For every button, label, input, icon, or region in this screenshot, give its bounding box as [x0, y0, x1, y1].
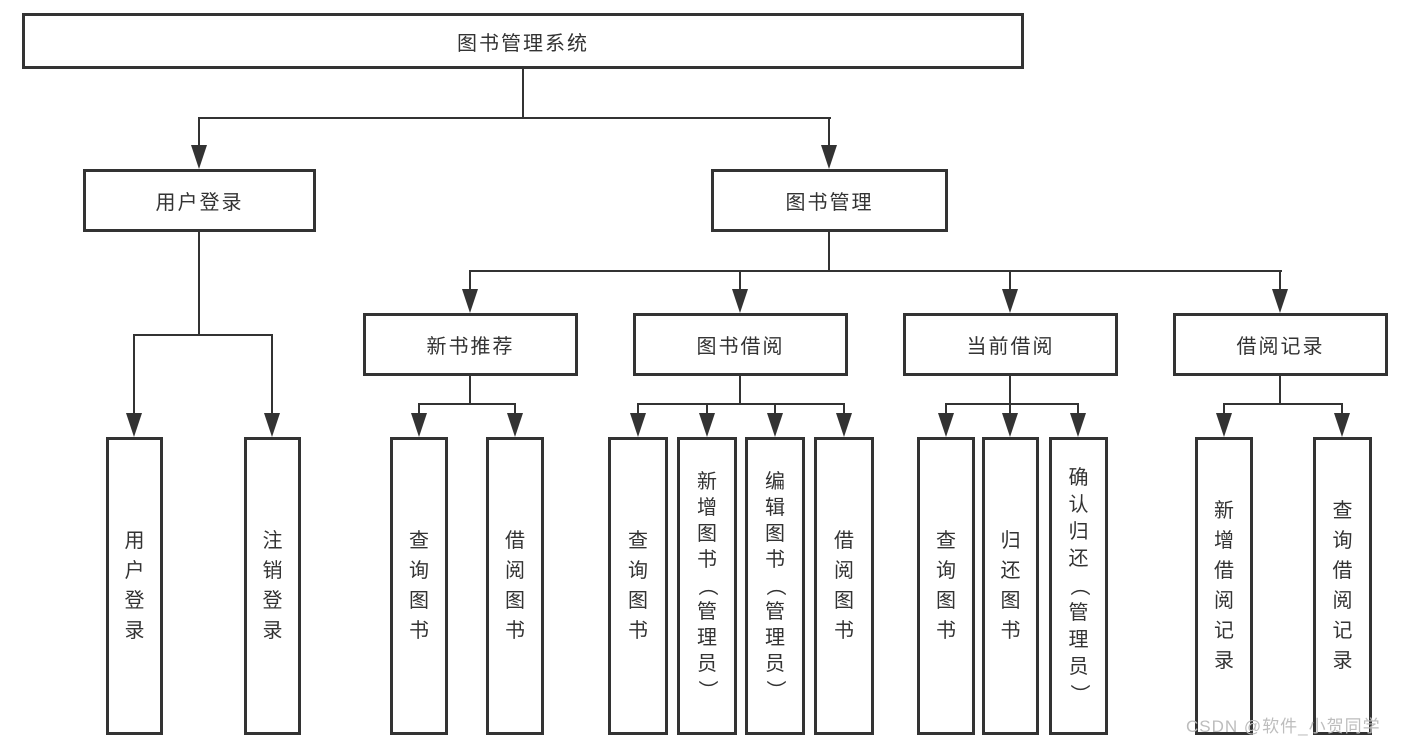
csdn-watermark: CSDN @软件_小贺同学 [1186, 717, 1381, 736]
connector-root-horizontal [199, 117, 831, 119]
arrowhead-book-borrow [732, 289, 748, 313]
connector-drop-recommend-query-books [418, 403, 420, 415]
connector-root-stem [522, 69, 524, 119]
node-leaf-current-query-books: 查询图书 [917, 437, 975, 735]
arrowhead-current-confirm-return [1070, 413, 1086, 437]
connector-drop-book-management [828, 117, 830, 147]
arrowhead-current-borrow [1002, 289, 1018, 313]
arrowhead-leaf-user-login [126, 413, 142, 437]
node-leaf-borrow-add-books: 新增图书（管理员） [677, 437, 737, 735]
node-book-borrow: 图书借阅 [633, 313, 848, 376]
arrowhead-records-query-record [1334, 413, 1350, 437]
connector-drop-user-login [198, 117, 200, 147]
connector-drop-borrow-borrow-books [843, 403, 845, 415]
arrowhead-current-query-books [938, 413, 954, 437]
connector-drop-leaf-logout [271, 334, 273, 414]
node-leaf-borrow-query-books: 查询图书 [608, 437, 668, 735]
connector-drop-leaf-user-login [133, 334, 135, 414]
node-current-borrow: 当前借阅 [903, 313, 1118, 376]
connector-user-login-horizontal [133, 334, 273, 336]
node-leaf-borrow-borrow-books: 借阅图书 [814, 437, 874, 735]
node-leaf-logout: 注销登录 [244, 437, 301, 735]
arrowhead-book-management [821, 145, 837, 169]
connector-drop-records-query-record [1341, 403, 1343, 415]
connector-book-borrow-horizontal [637, 403, 845, 405]
node-leaf-records-add-record: 新增借阅记录 [1195, 437, 1253, 735]
connector-drop-borrow-add-books [706, 403, 708, 415]
connector-borrow-records-stem [1279, 376, 1281, 405]
node-leaf-records-query-record: 查询借阅记录 [1313, 437, 1372, 735]
arrowhead-borrow-query-books [630, 413, 646, 437]
connector-new-book-recommend-stem [469, 376, 471, 405]
node-leaf-current-confirm-return: 确认归还（管理员） [1049, 437, 1108, 735]
connector-user-login-stem [198, 232, 200, 336]
connector-drop-current-borrow [1009, 270, 1011, 291]
connector-book-management-horizontal [470, 270, 1282, 272]
connector-drop-borrow-edit-books [774, 403, 776, 415]
arrowhead-borrow-add-books [699, 413, 715, 437]
connector-drop-new-book-recommend [469, 270, 471, 291]
node-leaf-user-login: 用户登录 [106, 437, 163, 735]
arrowhead-borrow-borrow-books [836, 413, 852, 437]
arrowhead-recommend-query-books [411, 413, 427, 437]
arrowhead-current-return-books [1002, 413, 1018, 437]
connector-drop-current-confirm-return [1077, 403, 1079, 415]
connector-drop-current-query-books [945, 403, 947, 415]
node-leaf-recommend-query-books: 查询图书 [390, 437, 448, 735]
connector-drop-records-add-record [1223, 403, 1225, 415]
arrowhead-borrow-records [1272, 289, 1288, 313]
arrowhead-new-book-recommend [462, 289, 478, 313]
node-user-login: 用户登录 [83, 169, 316, 232]
connector-drop-borrow-records [1279, 270, 1281, 291]
node-root: 图书管理系统 [22, 13, 1024, 69]
connector-book-borrow-stem [739, 376, 741, 405]
connector-book-management-stem [828, 232, 830, 272]
connector-new-book-recommend-horizontal [418, 403, 516, 405]
arrowhead-leaf-logout [264, 413, 280, 437]
connector-drop-book-borrow [739, 270, 741, 291]
connector-borrow-records-horizontal [1223, 403, 1343, 405]
arrowhead-borrow-edit-books [767, 413, 783, 437]
connector-drop-current-return-books [1009, 403, 1011, 415]
connector-current-borrow-stem [1009, 376, 1011, 405]
arrowhead-user-login [191, 145, 207, 169]
node-leaf-current-return-books: 归还图书 [982, 437, 1039, 735]
connector-current-borrow-horizontal [945, 403, 1079, 405]
node-leaf-recommend-borrow-books: 借阅图书 [486, 437, 544, 735]
node-book-management: 图书管理 [711, 169, 948, 232]
node-leaf-borrow-edit-books: 编辑图书（管理员） [745, 437, 805, 735]
arrowhead-records-add-record [1216, 413, 1232, 437]
connector-drop-recommend-borrow-books [514, 403, 516, 415]
connector-drop-borrow-query-books [637, 403, 639, 415]
node-new-book-recommend: 新书推荐 [363, 313, 578, 376]
node-borrow-records: 借阅记录 [1173, 313, 1388, 376]
arrowhead-recommend-borrow-books [507, 413, 523, 437]
